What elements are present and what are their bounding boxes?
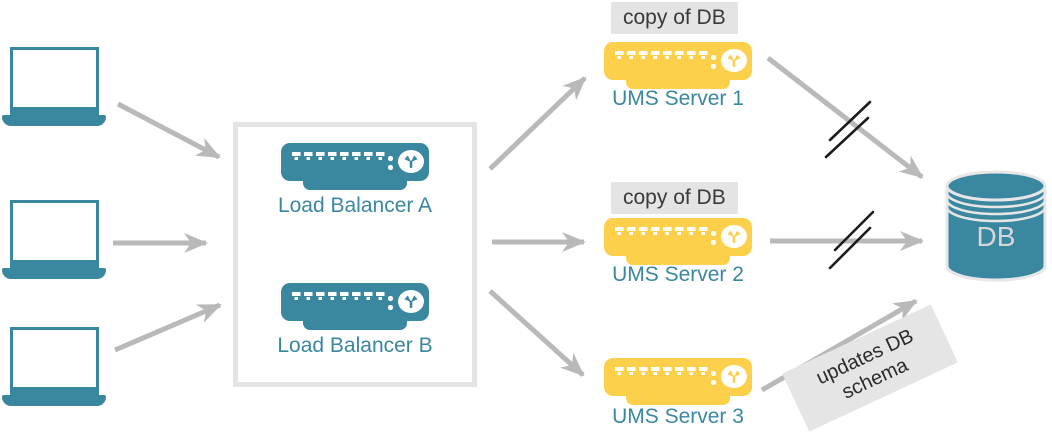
- server-tray: [626, 396, 730, 405]
- server-tray: [626, 256, 730, 265]
- server-led: [388, 165, 393, 170]
- ums-server-2-label: UMS Server 2: [612, 263, 744, 286]
- server-ports: [615, 227, 710, 236]
- branch-icon: [398, 290, 424, 313]
- ums-server-3-icon: [604, 358, 752, 405]
- branch-icon: [721, 49, 747, 72]
- server-tray: [303, 321, 407, 330]
- server-led: [388, 156, 393, 161]
- laptop-base: [2, 115, 106, 126]
- server-tray: [626, 80, 730, 89]
- laptop-screen: [10, 327, 99, 396]
- ums-server-2-icon: [604, 218, 752, 265]
- branch-icon: [721, 365, 747, 388]
- load-balancer-a-icon: [281, 143, 429, 190]
- server-led: [711, 64, 716, 69]
- server-ports: [615, 51, 710, 60]
- database-label: DB: [977, 221, 1016, 252]
- server-ports: [292, 152, 387, 161]
- database-icon: DB: [945, 170, 1047, 282]
- arrow-client3-to-lb: [114, 302, 222, 353]
- server-led: [388, 305, 393, 310]
- broken-link-slash: [824, 116, 870, 159]
- ums-server-1-label: UMS Server 1: [612, 87, 744, 110]
- load-balancer-group-box: [233, 122, 477, 387]
- branch-icon: [721, 225, 747, 248]
- arrow-ums1-to-db: [766, 56, 924, 179]
- client-laptop-1-icon: [2, 47, 106, 126]
- server-tray: [303, 181, 407, 190]
- laptop-base: [2, 395, 106, 406]
- broken-link-slash: [828, 100, 872, 142]
- arrow-lb-to-ums1: [488, 76, 587, 171]
- broken-link-slash: [828, 226, 872, 270]
- server-ports: [292, 292, 387, 301]
- server-led: [711, 55, 716, 60]
- arrow-lb-to-ums3: [488, 289, 585, 377]
- branch-icon: [398, 150, 424, 173]
- server-ports: [615, 367, 710, 376]
- load-balancer-b-icon: [281, 283, 429, 330]
- arrow-client1-to-lb: [116, 101, 221, 160]
- server-led: [711, 371, 716, 376]
- ums-server-3-label: UMS Server 3: [612, 405, 744, 428]
- laptop-base: [2, 268, 106, 279]
- laptop-screen: [10, 47, 99, 116]
- laptop-screen: [10, 200, 99, 269]
- client-laptop-2-icon: [2, 200, 106, 279]
- broken-link-slash: [833, 210, 875, 252]
- server-led: [711, 380, 716, 385]
- server-led: [388, 296, 393, 301]
- server-led: [711, 240, 716, 245]
- copy-of-db-badge-1: copy of DB: [611, 2, 738, 34]
- copy-of-db-badge-2: copy of DB: [611, 182, 738, 214]
- client-laptop-3-icon: [2, 327, 106, 406]
- ums-server-1-icon: [604, 42, 752, 89]
- server-led: [711, 231, 716, 236]
- load-balancer-b-label: Load Balancer B: [277, 334, 433, 357]
- load-balancer-a-label: Load Balancer A: [277, 194, 433, 217]
